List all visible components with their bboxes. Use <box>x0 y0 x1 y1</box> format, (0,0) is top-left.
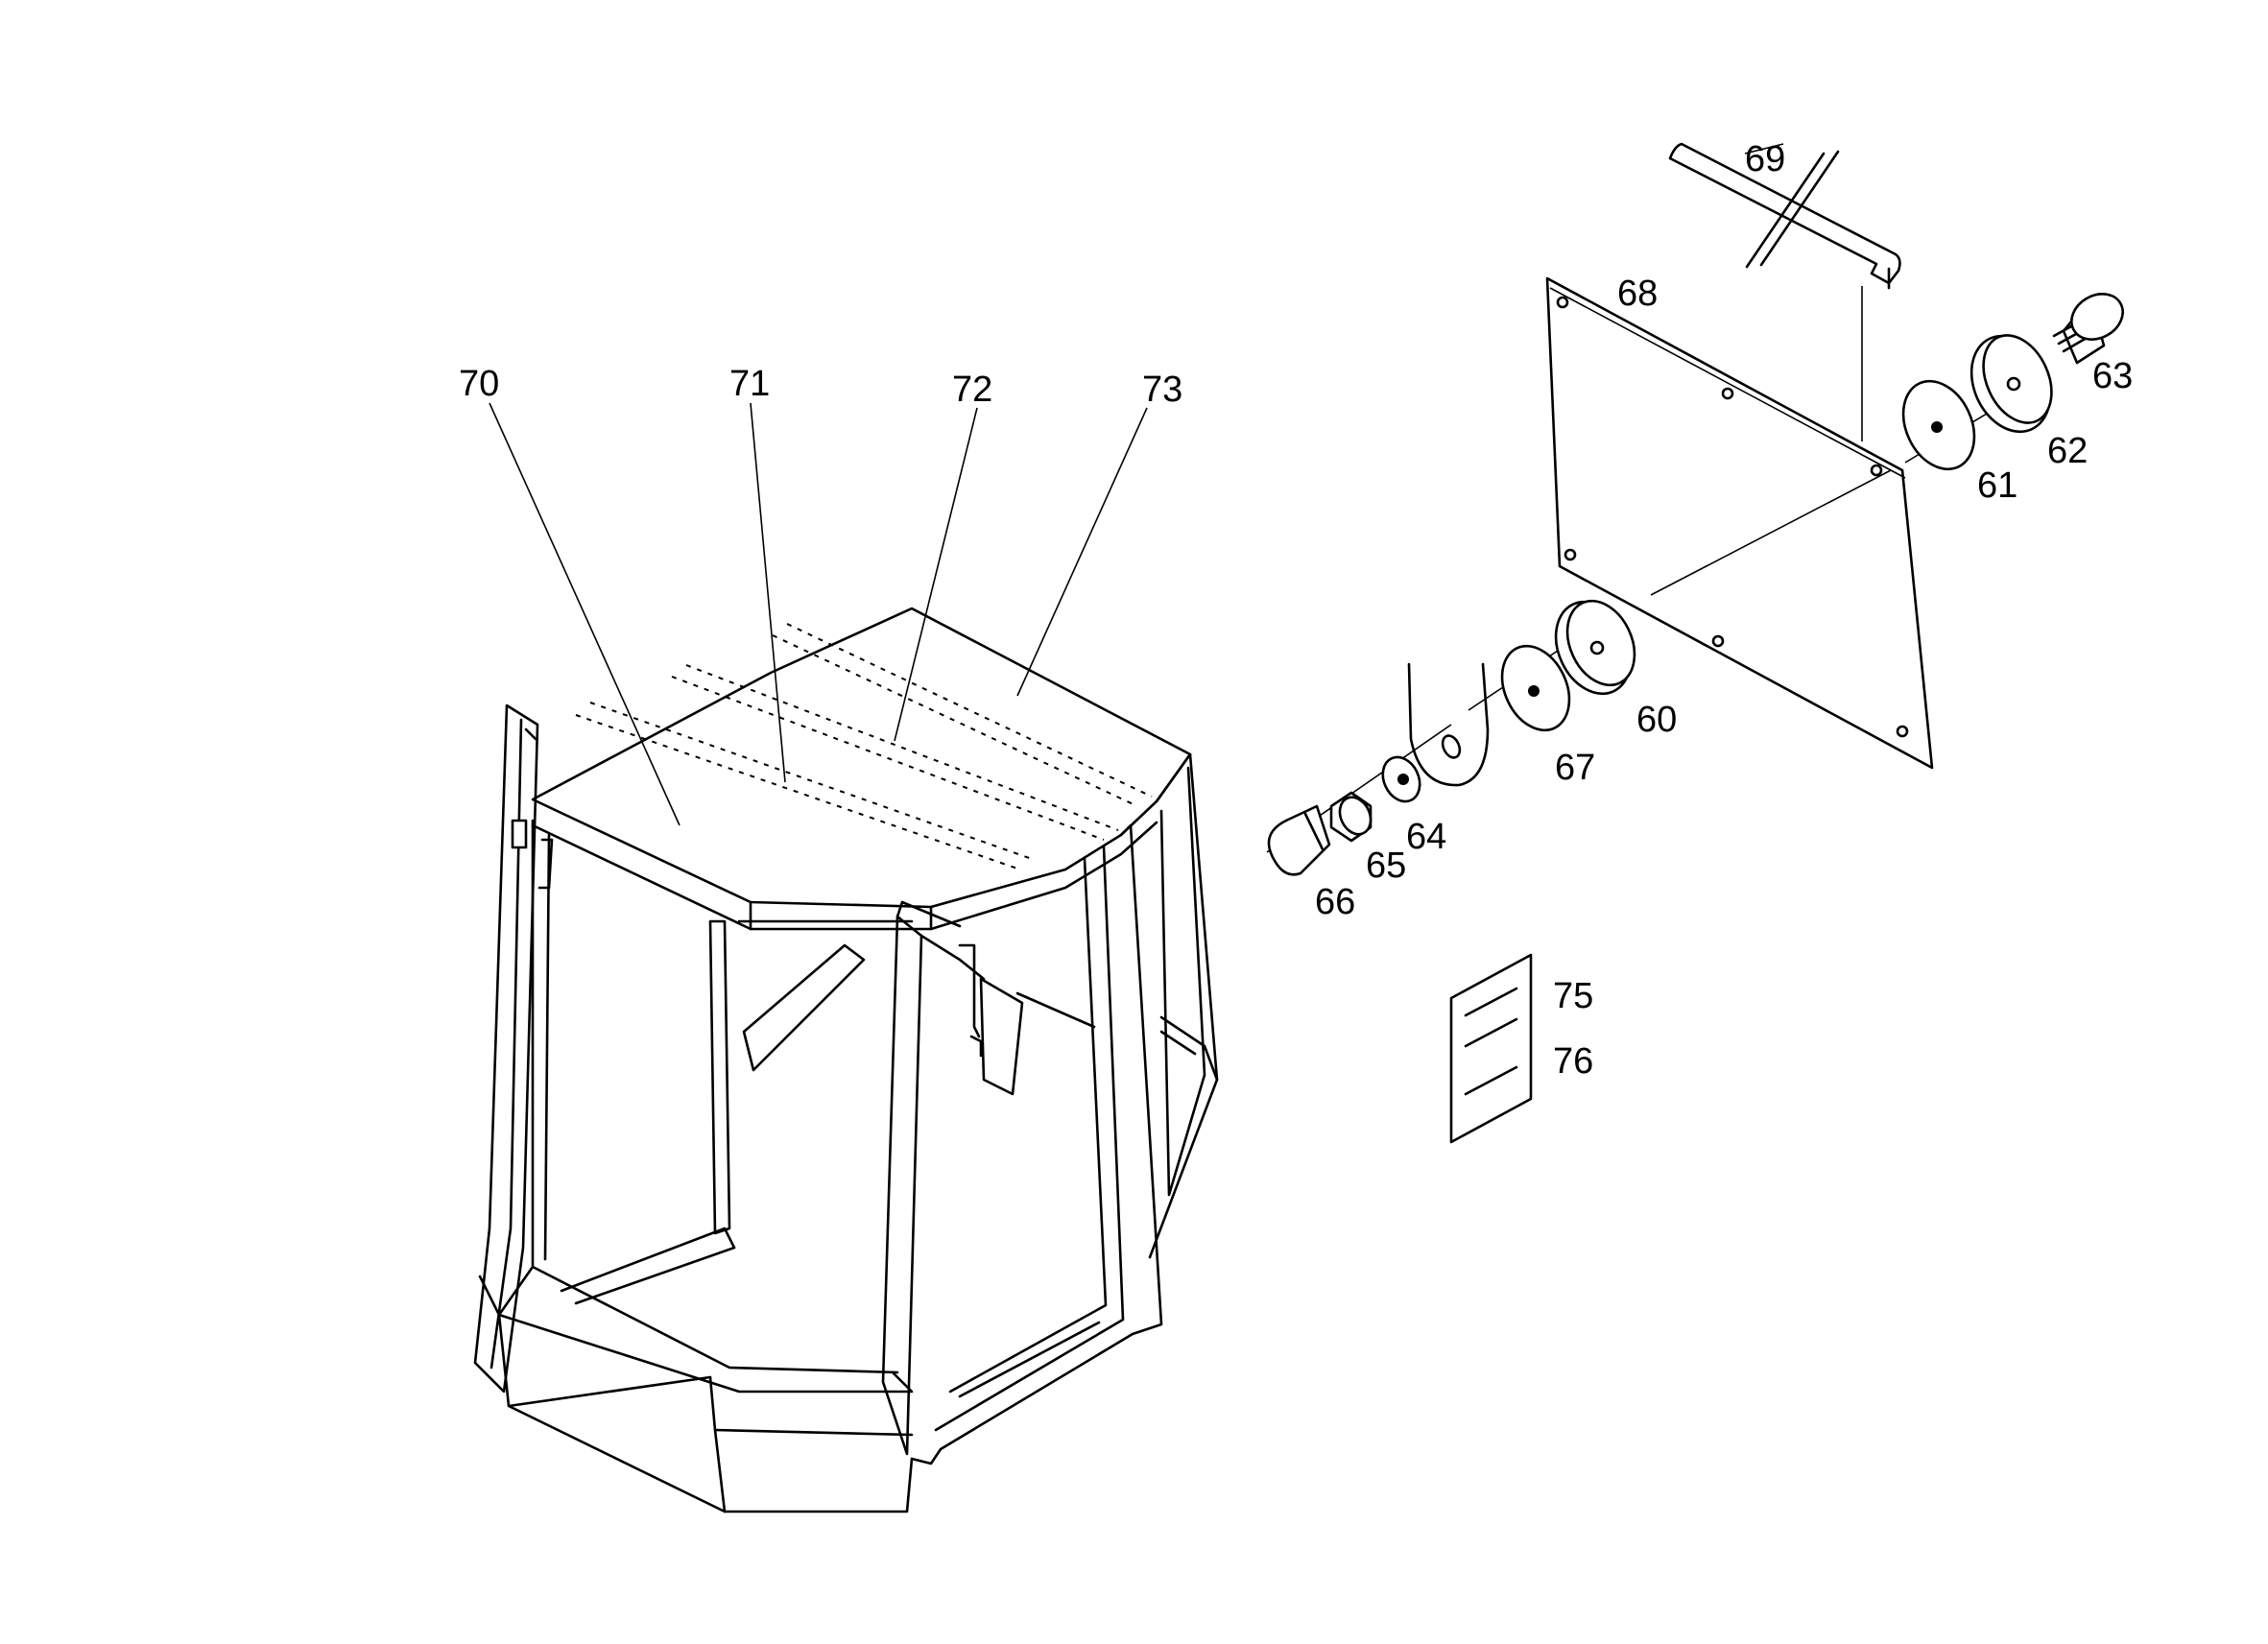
callout-73: 73 <box>1142 369 1182 410</box>
mounting-plate <box>1545 276 1934 770</box>
mounting-bolt <box>2052 293 2124 365</box>
cab-lower-body <box>497 1313 914 1513</box>
cab-roof-edge <box>531 821 1158 931</box>
callout-67: 67 <box>1555 748 1595 788</box>
break-line <box>1745 152 1826 269</box>
callout-69: 69 <box>1745 139 1785 179</box>
cab-roof <box>531 607 1192 909</box>
callout-66: 66 <box>1315 882 1355 922</box>
mounting-hardware <box>1266 142 2124 876</box>
edge-profile <box>1668 142 1901 285</box>
roof-panel-divider <box>589 702 1033 860</box>
left-door-frame <box>473 703 539 1394</box>
callouts: 69 68 63 62 61 60 67 64 65 66 70 71 72 7… <box>459 139 2133 1082</box>
leader-lines <box>489 402 1148 826</box>
left-door-latch <box>511 819 528 849</box>
roof-panel-divider <box>671 676 1105 841</box>
roof-panel-divider <box>772 634 1138 807</box>
cab-assembly <box>473 607 1219 1513</box>
right-window-frame <box>1148 752 1219 1259</box>
decal-sheet <box>1449 953 1533 1144</box>
roof-panel-divider <box>786 623 1153 798</box>
break-line <box>1759 150 1840 267</box>
callout-75: 75 <box>1553 976 1593 1016</box>
callout-62: 62 <box>2047 431 2088 471</box>
callout-63: 63 <box>2092 356 2133 396</box>
callout-68: 68 <box>1617 274 1658 314</box>
mounting-bracket <box>1407 662 1490 787</box>
acorn-nut-66 <box>1267 804 1331 876</box>
nut-65 <box>1329 791 1373 843</box>
callout-71: 71 <box>729 364 770 404</box>
callout-72: 72 <box>952 369 992 410</box>
callout-60: 60 <box>1636 700 1677 740</box>
callout-64: 64 <box>1406 817 1446 857</box>
front-door-handle <box>958 943 981 1038</box>
callout-65: 65 <box>1366 846 1406 886</box>
callout-61: 61 <box>1977 465 2017 506</box>
roof-panel-divider <box>685 664 1119 831</box>
side-mirror <box>979 977 1024 1096</box>
roof-panel-divider <box>575 714 1018 870</box>
callout-76: 76 <box>1553 1041 1593 1082</box>
rear-brace <box>742 943 866 1072</box>
right-side-frame <box>910 823 1163 1465</box>
callout-70: 70 <box>459 364 499 404</box>
front-door-frame <box>881 915 923 1456</box>
